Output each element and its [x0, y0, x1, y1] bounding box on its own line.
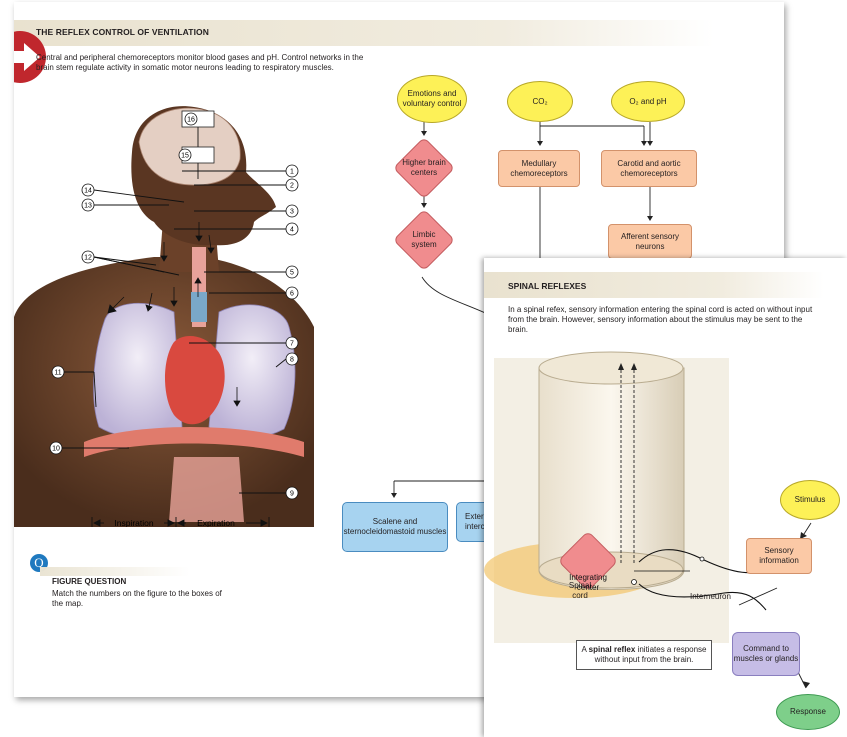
callout-12: 12: [84, 255, 92, 262]
inspiration-label: Inspiration: [114, 518, 153, 527]
callout-3: 3: [290, 209, 294, 216]
integrating-center-label: Integrating center: [564, 568, 612, 598]
scalene-node: Scalene and sternocleidomastoid muscles: [342, 502, 448, 552]
callout-14: 14: [84, 188, 92, 195]
anatomy-figure: 1 2 3 4 5 6 7 8 9 10 11 12 13 14 15 16: [14, 97, 314, 527]
sensory-info-node: Sensory information: [746, 538, 812, 574]
o2-ph-node: O₂ and pH: [611, 81, 685, 122]
callout-2: 2: [290, 183, 294, 190]
callout-15: 15: [181, 153, 189, 160]
higher-brain-node: Higher brain centers: [402, 146, 446, 190]
callout-8: 8: [290, 357, 294, 364]
limbic-node: Limbic system: [402, 218, 446, 262]
callout-7: 7: [290, 341, 294, 348]
callout-6: 6: [290, 291, 294, 298]
callout-5: 5: [290, 270, 294, 277]
stimulus-node: Stimulus: [780, 480, 840, 520]
spinal-intro: In a spinal refex, sensory information e…: [508, 305, 823, 335]
higher-brain-label: Higher brain centers: [402, 146, 446, 190]
abdominal-muscles: [169, 457, 244, 522]
medullary-node: Medullary chemoreceptors: [498, 150, 580, 187]
afferent-node: Afferent sensory neurons: [608, 224, 692, 259]
larynx: [191, 292, 207, 322]
figure-question-title: FIGURE QUESTION: [52, 577, 126, 586]
response-node: Response: [776, 694, 840, 730]
callout-13: 13: [84, 203, 92, 210]
limbic-label: Limbic system: [402, 218, 446, 262]
callout-1: 1: [290, 169, 294, 176]
title-banner: THE REFLEX CONTROL OF VENTILATION: [14, 20, 714, 46]
spinal-reflexes-page: SPINAL REFLEXES In a spinal refex, senso…: [484, 258, 847, 737]
caption-prefix: A: [582, 645, 587, 654]
figure-title: THE REFLEX CONTROL OF VENTILATION: [36, 27, 209, 37]
interneuron-label: Interneuron: [690, 592, 731, 601]
emotions-node: Emotions and voluntary control: [397, 75, 467, 123]
spinal-caption: A spinal reflex initiates a response wit…: [576, 640, 712, 670]
callout-10: 10: [52, 446, 60, 453]
spinal-title: SPINAL REFLEXES: [508, 281, 586, 291]
callout-4: 4: [290, 227, 294, 234]
co2-node: CO₂: [507, 81, 573, 122]
command-node: Command to muscles or glands: [732, 632, 800, 676]
callout-9: 9: [290, 491, 294, 498]
spinal-cord-top: [539, 352, 683, 384]
expiration-label: Expiration: [197, 518, 235, 527]
figure-question-text: Match the numbers on the figure to the b…: [52, 589, 222, 609]
callout-11: 11: [54, 370, 61, 377]
carotid-node: Carotid and aortic chemoreceptors: [601, 150, 697, 187]
question-rule: [40, 567, 190, 576]
caption-bold: spinal reflex: [589, 645, 636, 654]
spinal-title-banner: SPINAL REFLEXES: [484, 272, 824, 298]
callout-16: 16: [187, 117, 195, 124]
